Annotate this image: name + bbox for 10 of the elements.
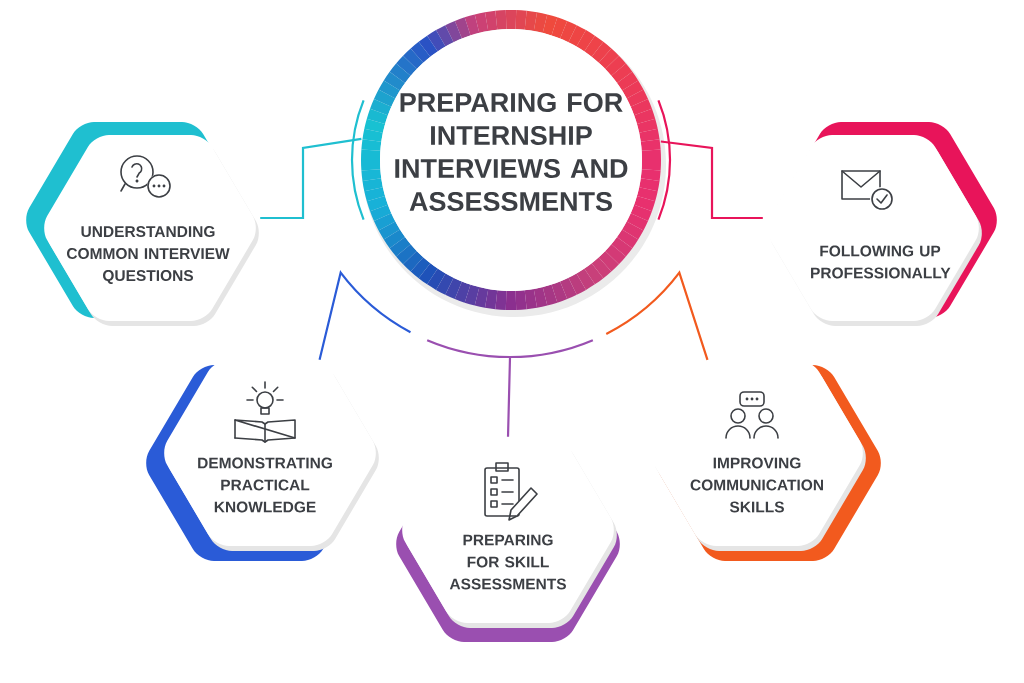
connector-line xyxy=(318,271,411,361)
hexagon-card: UNDERSTANDING COMMON INTERVIEW QUESTIONS xyxy=(26,122,259,326)
hexagon-card: FOLLOWING UP PROFESSIONALLY xyxy=(767,122,997,326)
hexagon-card: IMPROVING COMMUNICATION SKILLS xyxy=(651,360,881,561)
hexagon-card: DEMONSTRATING PRACTICAL KNOWLEDGE xyxy=(146,360,379,561)
hexagon-card: PREPARING FOR SKILL ASSESSMENTS xyxy=(396,437,620,642)
connector-line xyxy=(426,339,594,438)
connector-line xyxy=(657,100,763,220)
connector-line xyxy=(605,271,709,361)
connector-line xyxy=(260,100,365,220)
